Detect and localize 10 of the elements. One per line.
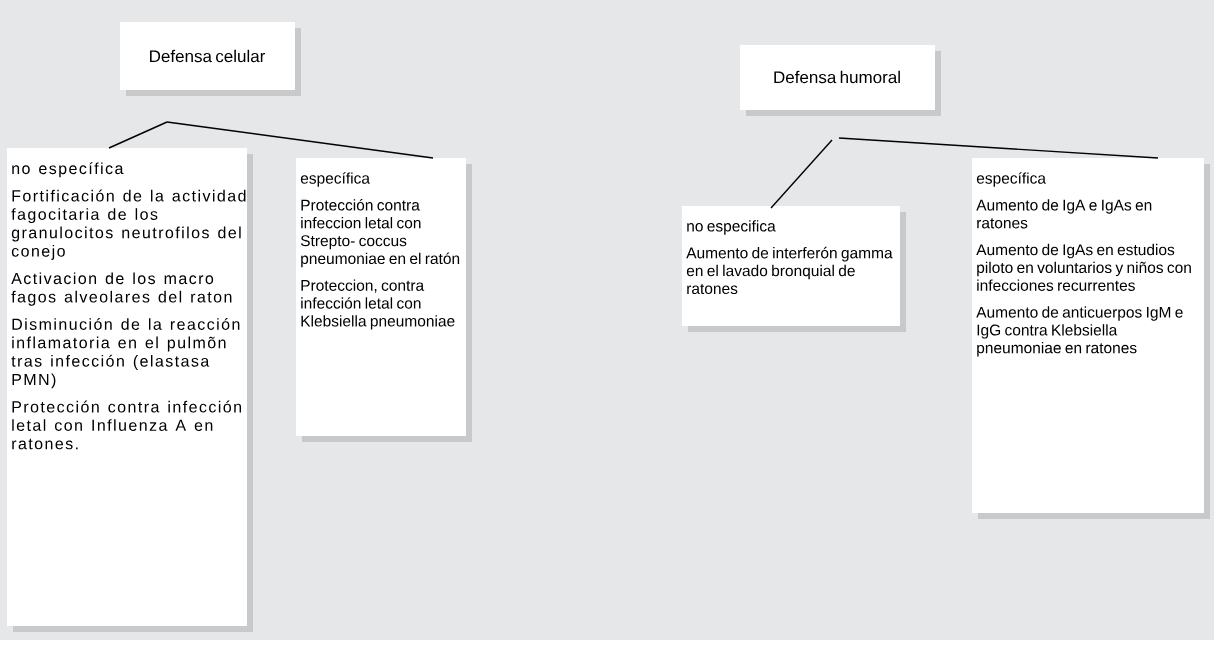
connector-line (166, 121, 434, 159)
heading-box: Defensa humoral (740, 45, 941, 116)
connector-line (838, 137, 1159, 159)
text-box: no específica Fortificación de la actividad fagocitaria de los granulocitos neutrofilos del conejo Activacion de los macro fagos alveolares del raton Disminución de la reacción inflamatoria en el pulmõn tras infección (elastasa PMN) Protección contra infección letal con Influenza A en ratones. (7, 148, 253, 632)
heading-box: Defensa celular (120, 22, 301, 96)
connector-line (770, 139, 833, 209)
text-box: específica Protección contra infeccion letal con Strepto- coccus pneumoniae en el ratón Proteccion, contra infección letal con Klebsiella pneumoniae (296, 158, 472, 442)
text-box: no especifica Aumento de interferón gamma en el lavado bronquial de ratones (682, 206, 906, 332)
connector-line (108, 121, 168, 149)
text-box: específica Aumento de IgA e IgAs en ratones Aumento de IgAs en estudios piloto en voluntarios y niños con infecciones recurrentes Aumento de anticuerpos IgM e IgG contra Klebsiella pneumoniae en ratones (972, 158, 1210, 519)
